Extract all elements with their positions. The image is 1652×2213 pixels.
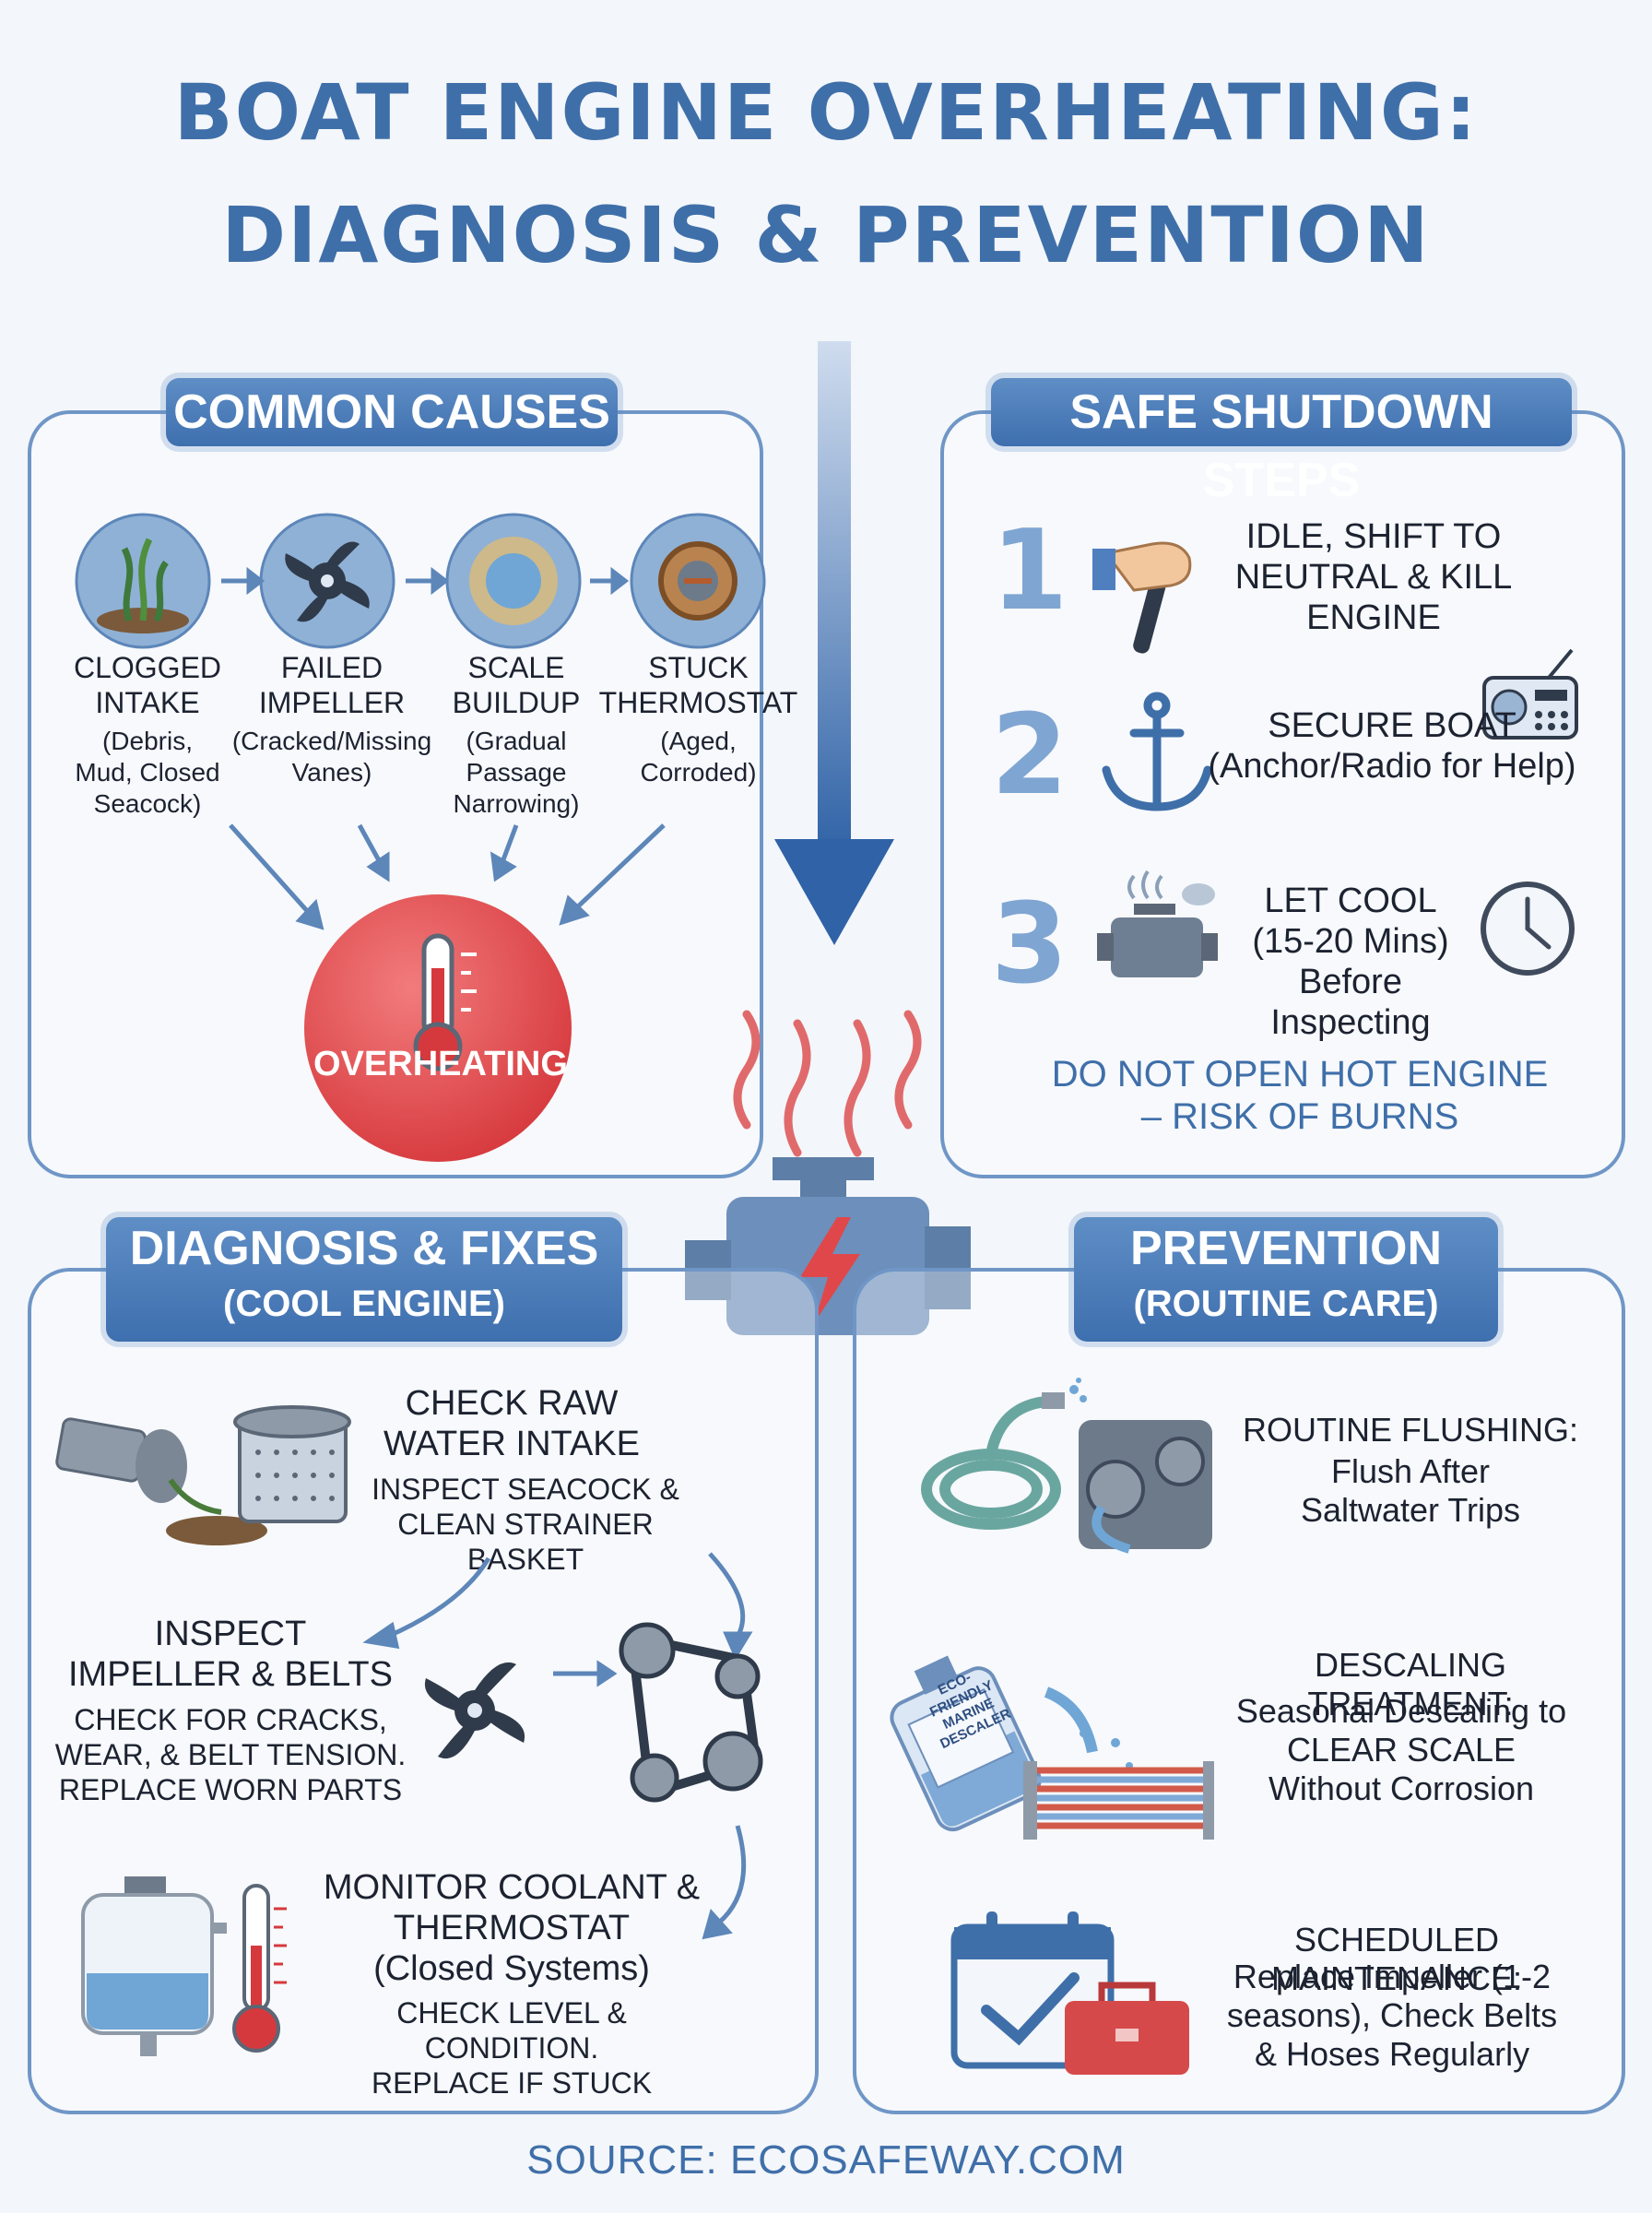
diagnosis-heading: DIAGNOSIS & FIXES bbox=[129, 1222, 599, 1275]
title-line-2: DIAGNOSIS & PREVENTION bbox=[221, 190, 1431, 280]
overheating-label: OVERHEATING bbox=[313, 1045, 568, 1083]
overheating-thermometer-icon bbox=[304, 894, 572, 1162]
step-number-3: 3 bbox=[991, 881, 1068, 1009]
cause-label-clogged-intake: CLOGGED INTAKE bbox=[73, 651, 222, 719]
cause-sub-scale-buildup: (Gradual Passage Narrowing) bbox=[453, 727, 580, 818]
seaweed-icon bbox=[75, 513, 211, 649]
diag-head-impeller: INSPECT IMPELLER & BELTS bbox=[68, 1615, 393, 1694]
diag-sub-coolant: CHECK LEVEL & CONDITION. REPLACE IF STUC… bbox=[371, 1996, 653, 2100]
radio-icon bbox=[1482, 648, 1578, 740]
prevention-subheading: (ROUTINE CARE) bbox=[1133, 1284, 1439, 1324]
prevention-heading: PREVENTION bbox=[1129, 1222, 1443, 1275]
shutdown-panel bbox=[940, 410, 1625, 1178]
engine-steam-icon bbox=[1097, 870, 1218, 977]
step-text-3: LET COOL (15-20 Mins) Before Inspecting bbox=[1252, 882, 1449, 1042]
center-down-arrow-icon bbox=[774, 341, 894, 945]
scale-pipe-icon bbox=[445, 513, 582, 649]
step-text-1: IDLE, SHIFT TO NEUTRAL & KILL ENGINE bbox=[1234, 517, 1513, 637]
descaler-bottle-icon bbox=[890, 1655, 1214, 1840]
cause-label-failed-impeller: FAILED IMPELLER bbox=[258, 651, 406, 719]
prev-sub-flushing: Flush After Saltwater Trips bbox=[1300, 1452, 1521, 1529]
prev-head-flushing: ROUTINE FLUSHING: bbox=[1242, 1411, 1579, 1449]
cause-sub-failed-impeller: (Cracked/Missing Vanes) bbox=[231, 727, 432, 787]
prev-sub-descaling: Seasonal Descaling to CLEAR SCALE Withou… bbox=[1235, 1692, 1567, 1807]
cause-sub-stuck-thermostat: (Aged, Corroded) bbox=[640, 727, 757, 787]
diag-sub-raw-water: INSPECT SEACOCK & CLEAN STRAINER BASKET bbox=[372, 1473, 679, 1576]
causes-heading: COMMON CAUSES bbox=[166, 378, 618, 446]
diagnosis-heading-banner: DIAGNOSIS & FIXES (COOL ENGINE) bbox=[106, 1217, 622, 1342]
anchor-icon bbox=[1102, 692, 1212, 811]
prev-sub-maintenance: Replace Impeller (1-2 seasons), Check Be… bbox=[1226, 1958, 1558, 2073]
step-text-2: SECURE BOAT (Anchor/Radio for Help) bbox=[1208, 706, 1576, 786]
cause-label-scale-buildup: SCALE BUILDUP bbox=[452, 651, 581, 719]
heat-waves-icon bbox=[733, 1010, 922, 1157]
coolant-reservoir-icon bbox=[81, 1876, 227, 2056]
impeller-belt-icon bbox=[424, 1622, 763, 1803]
cause-label-stuck-thermostat: STUCK THERMOSTAT bbox=[598, 651, 798, 719]
prevention-heading-banner: PREVENTION (ROUTINE CARE) bbox=[1074, 1217, 1498, 1342]
seacock-strainer-icon bbox=[55, 1405, 351, 1545]
thermometer-icon bbox=[232, 1884, 287, 2053]
title-line-1: BOAT ENGINE OVERHEATING: bbox=[173, 67, 1479, 158]
diag-sub-impeller: CHECK FOR CRACKS, WEAR, & BELT TENSION. … bbox=[54, 1703, 407, 1806]
thermostat-icon bbox=[630, 513, 766, 649]
prev-head-descaling: DESCALING TREATMENT: bbox=[1307, 1646, 1514, 1722]
clock-icon bbox=[1481, 882, 1575, 976]
cause-sub-clogged-intake: (Debris, Mud, Closed Seacock) bbox=[75, 727, 220, 818]
prev-head-maintenance: SCHEDULED MAINTENANCE: bbox=[1270, 1921, 1523, 1997]
source-credit: SOURCE: ECOSAFEWAY.COM bbox=[526, 2137, 1126, 2183]
shutdown-heading: SAFE SHUTDOWN STEPS bbox=[991, 378, 1572, 507]
step-number-1: 1 bbox=[991, 507, 1068, 635]
converge-arrows bbox=[229, 823, 666, 930]
diag-flow-arrows bbox=[362, 1552, 753, 1940]
throttle-hand-icon bbox=[1092, 541, 1192, 654]
hose-engine-icon bbox=[921, 1378, 1212, 1554]
diagnosis-subheading: (COOL ENGINE) bbox=[223, 1284, 505, 1324]
step-number-2: 2 bbox=[991, 692, 1068, 820]
diag-head-raw-water: CHECK RAW WATER INTAKE bbox=[384, 1384, 640, 1463]
calendar-toolbox-icon bbox=[950, 1911, 1189, 2075]
impeller-icon bbox=[259, 513, 395, 649]
hot-engine-warning: DO NOT OPEN HOT ENGINE – RISK OF BURNS bbox=[1051, 1054, 1549, 1137]
diag-head-coolant: MONITOR COOLANT & THERMOSTAT (Closed Sys… bbox=[323, 1868, 701, 1988]
cause-chain-arrows bbox=[221, 566, 630, 596]
